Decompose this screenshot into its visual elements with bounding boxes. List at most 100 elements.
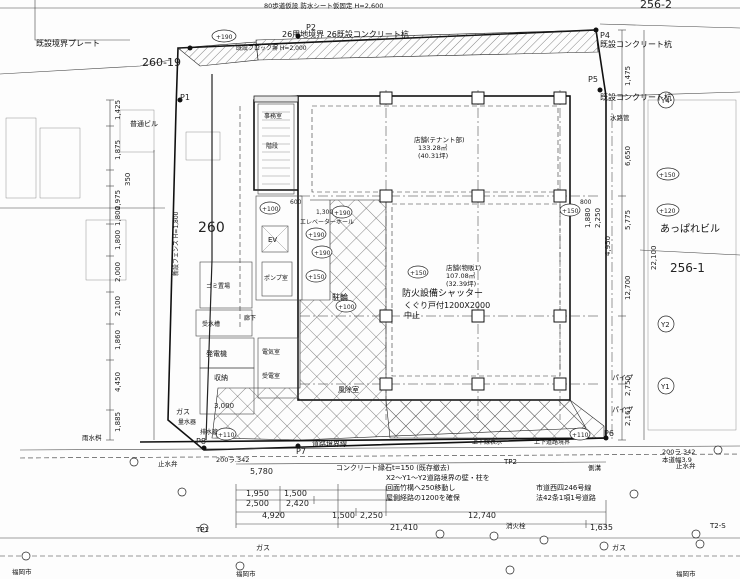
fire-shutter-label: 防火設備シャッター	[402, 287, 483, 299]
dim-right-4950: 4,950	[604, 236, 612, 256]
dim-12740: 12,740	[468, 511, 496, 520]
left-dim-ticks	[106, 99, 114, 441]
electric-label: 電気室	[262, 348, 280, 356]
right-neighbor-line	[611, 91, 740, 97]
elevator-shaft	[261, 225, 289, 253]
concrete-pile-26: 26用地境界 26既設コンクリート杭	[282, 29, 409, 39]
level-13: +100	[262, 206, 279, 213]
boundary-p6: P6	[604, 429, 614, 438]
core-wall	[253, 95, 299, 103]
corridor-label: 廊下	[244, 314, 256, 322]
storage-room	[199, 367, 255, 415]
boundary-p5: P5	[588, 75, 598, 84]
column	[553, 189, 567, 203]
drain-label: 雨水桝	[82, 433, 102, 442]
dim-2500: 2,500	[246, 499, 269, 508]
dim-mid-1300: 1,300	[316, 209, 333, 216]
fukuoka-right: 福岡市	[676, 569, 696, 578]
road-boundary-line	[139, 437, 607, 443]
city-road-law: 法42条1項1号道路	[536, 493, 596, 502]
boundary-p2: P2	[306, 23, 316, 32]
dim-left-1425: 1,425	[114, 100, 122, 120]
left-neighbor-block-2	[39, 127, 81, 199]
right-dim-ticks	[618, 29, 626, 441]
dim-1635: 1,635	[590, 523, 613, 532]
sidewalk-label-2: 上下道路境界	[534, 438, 570, 446]
lot-256-2: 256-2	[640, 0, 672, 11]
level-1: +190	[216, 34, 233, 41]
boundary-p8: P8	[196, 437, 206, 446]
dim-left-350: 350	[124, 173, 132, 186]
dim-right-12700: 12,700	[624, 276, 632, 301]
fire-hydrant-label: 消火栓	[506, 521, 526, 530]
tp2-right-label: T2-S	[709, 522, 726, 530]
neighbor-building-left: 普通ビル	[130, 119, 158, 128]
fire-shutter-sub: くぐり戸付1200X2000	[404, 300, 490, 310]
left-neighbor-block-1	[5, 117, 37, 199]
level-8: +150	[659, 172, 676, 179]
dim-5780: 5,780	[250, 467, 273, 476]
bench-200-left: 200ラ.342	[216, 456, 249, 464]
site-boundary	[167, 29, 607, 451]
store-upper-name: 店舗(テナント部)	[414, 135, 465, 144]
dim-4920: 4,920	[262, 511, 285, 520]
dim-21410: 21,410	[390, 523, 418, 532]
dim-2420: 2,420	[286, 499, 309, 508]
dim-left-1885: 1,885	[114, 412, 122, 432]
gutter-label: 側溝	[588, 463, 602, 472]
sewer-left: 止水弁	[158, 459, 178, 468]
column	[553, 377, 567, 391]
new-fence-left	[205, 74, 213, 441]
neighbor-building-right: あっぱれビル	[660, 223, 720, 235]
dim-right-1880: 1,880	[584, 208, 592, 228]
ev-label: EV	[268, 236, 277, 244]
level-7: +150	[410, 270, 427, 277]
front-crosshatch-strip	[385, 399, 605, 439]
storage-label: 収納	[214, 373, 228, 382]
pipe-top-note: 80歩道仮設 防水シート仮固定 H=2,600	[264, 1, 383, 10]
city-road-label: 市道西四246号線	[536, 483, 591, 492]
column	[379, 377, 393, 391]
pipe-right-label-2: パイプ	[612, 406, 633, 414]
road-setback-3: 屋側経路の1200を確保	[386, 493, 460, 502]
gas-label: ガス	[176, 407, 190, 416]
trash-room	[199, 261, 253, 309]
left-neighbor-outline	[34, 0, 130, 41]
utility-symbols	[21, 445, 723, 575]
water-meter-label: 量水器	[178, 418, 196, 426]
dim-mid-800: 800	[580, 199, 592, 206]
column	[471, 91, 485, 105]
level-3: +190	[308, 232, 325, 239]
column	[471, 309, 485, 323]
elevator-x	[261, 225, 289, 253]
water-tank-label: 受水槽	[202, 320, 220, 328]
dim-left-1875: 1,875	[114, 140, 122, 160]
bottom-dim-row-1	[235, 461, 607, 465]
gas-right-label: ガス	[612, 543, 626, 552]
grid-bubble-y2	[657, 315, 675, 333]
grid-bubble-y1	[657, 377, 675, 395]
road-setback-1: X2〜Y1〜Y2道路境界の壁・柱を	[386, 473, 490, 482]
new-fence-label: 新設フェンス H=1,800	[172, 211, 180, 276]
level-11: +110	[572, 432, 589, 439]
sewer-right: 止水弁	[676, 461, 696, 470]
curb-line	[19, 445, 740, 451]
existing-boundary-plate: 既設境界プレート	[36, 38, 100, 48]
dim-left-2100: 2,100	[114, 296, 122, 316]
column	[379, 309, 393, 323]
dim-1950: 1,950	[246, 489, 269, 498]
upper-store-ceiling-outline	[311, 105, 559, 193]
store-upper-tsubo: (40.31坪)	[418, 152, 448, 160]
lower-store-ceiling-outline	[391, 203, 561, 377]
core-block	[255, 195, 303, 301]
left-neighbor-block-4	[119, 109, 155, 153]
boundary-p4: P4	[600, 31, 610, 40]
existing-block-top: 既設ブロック塀 H=2,000	[236, 44, 307, 52]
pipe-right-label: パイプ	[612, 374, 633, 382]
sewage-pipe-label: 排水管	[200, 428, 218, 436]
entrance-label: 風除室	[338, 385, 359, 394]
level-12: +100	[338, 304, 355, 311]
trash-label: ゴミ置場	[206, 282, 230, 290]
substation-room	[257, 337, 299, 399]
